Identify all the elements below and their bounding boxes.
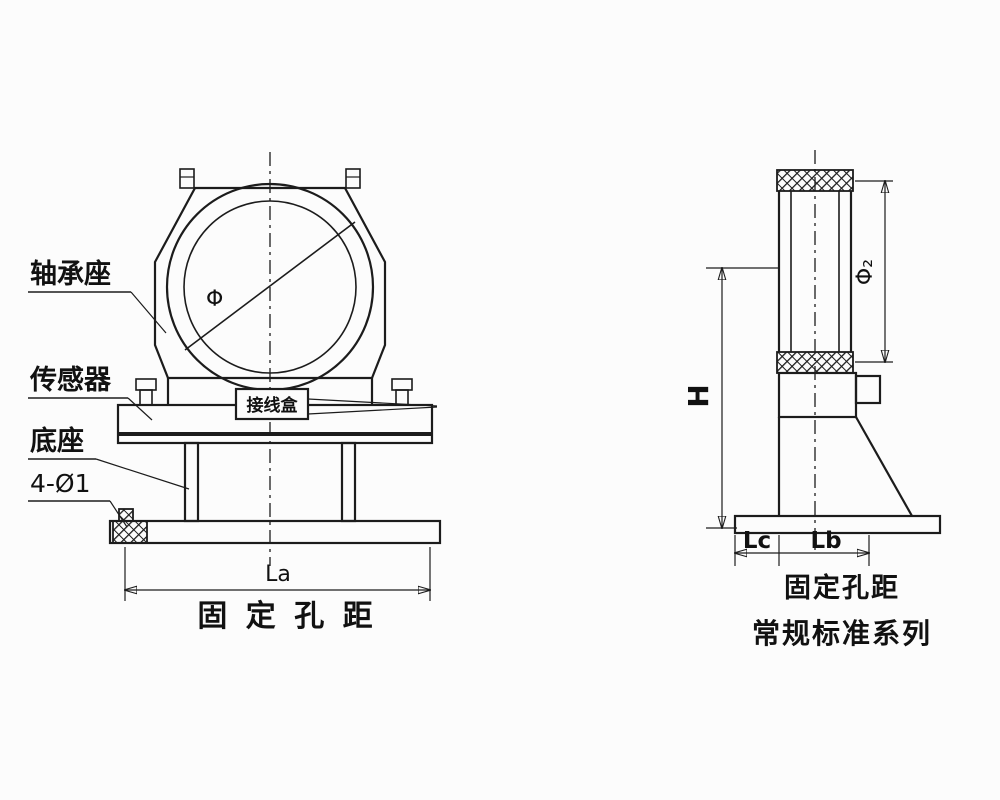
- callout-base: 底座: [28, 425, 190, 490]
- h-dimension-label: H: [682, 384, 715, 407]
- callout-holes: 4-Ø1: [28, 469, 128, 528]
- lb-dimension-label: Lb: [810, 528, 841, 554]
- base-side-slant-edge: [855, 416, 913, 517]
- side-view: Φ₂ H Lc Lb 固定孔距 常规标准系列: [682, 150, 942, 650]
- callout-bearing-seat: 轴承座: [28, 258, 167, 334]
- la-dimension-label: La: [265, 562, 291, 587]
- housing-bolt-left: [179, 168, 195, 189]
- base-leg-right: [340, 441, 357, 523]
- cylinder-bottom-ring: [776, 351, 854, 374]
- base-leg-left: [183, 441, 200, 523]
- junction-box-leader-top: [307, 398, 438, 407]
- junction-box: [234, 387, 310, 421]
- phi2-dimension-label: Φ₂: [853, 259, 878, 285]
- base-label: 底座: [30, 425, 84, 457]
- side-view-caption: 固定孔距: [784, 572, 900, 604]
- base-flange: [108, 519, 442, 545]
- bore-diameter-line: [184, 221, 356, 351]
- holes-label: 4-Ø1: [30, 469, 91, 498]
- bearing-seat-label: 轴承座: [30, 258, 111, 290]
- junction-box-label: 接线盒: [247, 395, 299, 416]
- flange-pin-section: [118, 508, 134, 522]
- housing-bolt-right: [345, 168, 361, 189]
- cylinder-top-cap: [776, 169, 854, 192]
- junction-box-leader-bottom: [307, 406, 438, 415]
- plate-bolt-right: [391, 378, 413, 406]
- lc-dimension-label: Lc: [743, 528, 771, 554]
- series-caption: 常规标准系列: [752, 617, 932, 650]
- flange-hole-section: [112, 520, 148, 544]
- front-view-caption: 固 定 孔 距: [197, 599, 376, 634]
- plate-bolt-left: [135, 378, 157, 406]
- bore-diameter-label: Φ: [206, 287, 223, 312]
- front-view: Φ 接线盒 La 固 定 孔 距: [28, 152, 442, 634]
- callout-sensor: 传感器: [28, 364, 153, 421]
- sensor-label: 传感器: [29, 364, 112, 396]
- sensor-block-side: [777, 371, 858, 419]
- bore-inner-circle: [183, 200, 357, 374]
- base-side-flange: [733, 514, 942, 535]
- connector-box-side: [854, 374, 882, 405]
